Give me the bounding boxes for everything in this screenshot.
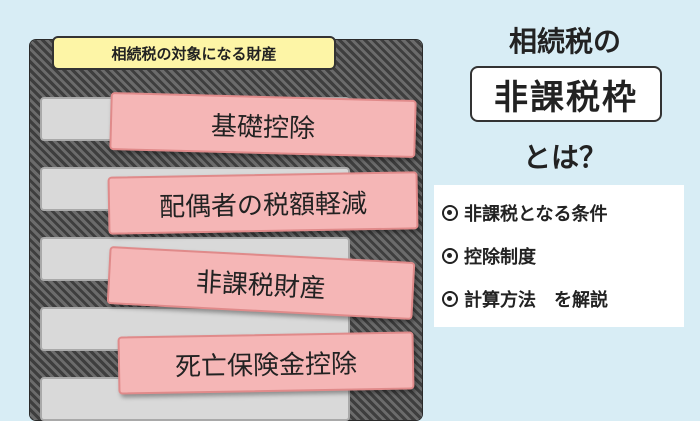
point-item: 控除制度 [442,234,676,277]
card-spouse-reduction: 配偶者の税額軽減 [107,171,419,235]
point-text: 控除制度 [464,246,536,268]
card-life-insurance-deduction: 死亡保険金控除 [117,331,415,395]
points-panel: 非課税となる条件 控除制度 計算方法 を解説 [434,185,684,327]
title-line-3: とは？ [522,141,607,174]
bullseye-icon [442,204,458,221]
bullseye-icon [442,290,458,307]
cabinet-header-label: 相続税の対象になる財産 [52,36,336,70]
point-item: 計算方法 を解説 [442,277,676,320]
point-text: 非課税となる条件 [464,203,608,225]
title-line-1: 相続税の [508,25,621,58]
bullseye-icon [442,247,458,264]
point-text: 計算方法 を解説 [464,289,608,311]
point-item: 非課税となる条件 [442,191,676,234]
title-highlight-box: 非課税枠 [470,66,662,122]
card-basic-deduction: 基礎控除 [109,92,417,158]
